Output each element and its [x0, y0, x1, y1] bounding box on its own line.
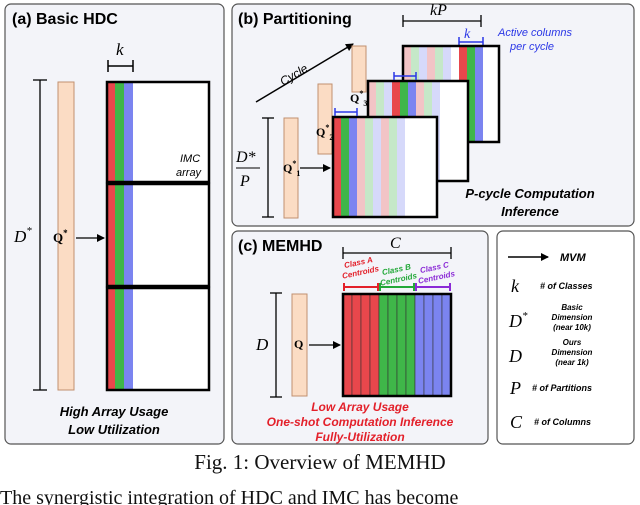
panel-c-footer-line3: Fully-Utilization [315, 430, 404, 444]
figure-caption: Fig. 1: Overview of MEMHD [194, 450, 446, 474]
legend-k-desc: # of Classes [540, 281, 593, 291]
kp-label: kP [430, 2, 447, 19]
body-text-line: The synergistic integration of HDC and I… [0, 487, 459, 505]
imc-label-line2: array [176, 167, 203, 179]
imc-label-line1: IMC [180, 153, 200, 165]
memhd-query [291, 293, 308, 397]
panel-c-footer-line2: One-shot Computation Inference [267, 415, 454, 429]
panel-c: (c) MEMHD C Class A Centroids Class B Ce… [231, 230, 489, 445]
query-segment-1 [283, 117, 299, 219]
panel-c-title: (c) MEMHD [238, 238, 322, 255]
d-label: D [255, 335, 269, 354]
k-label: k [116, 40, 124, 59]
imc-array-stack [105, 80, 211, 392]
q2-label: Q*2 [316, 123, 333, 142]
panel-b-footer-line2: Inference [501, 204, 559, 219]
active-columns-line1: Active columns [497, 27, 572, 39]
query-segment-3 [351, 45, 367, 93]
query-label: Q* [53, 228, 68, 245]
legend: MVM k # of Classes D* Basic Dimension (n… [496, 230, 635, 445]
query-vector [57, 81, 75, 391]
legend-d-desc-line2: Dimension [552, 348, 593, 357]
legend-d-symbol: D [508, 346, 522, 366]
figure-diagram: (a) Basic HDC k D* Q* [4, 2, 635, 445]
query-segment-2 [317, 83, 333, 155]
legend-dstar-desc-line3: (near 10k) [553, 323, 591, 332]
panel-a-footer-line2: Low Utilization [68, 422, 160, 437]
legend-dstar-desc-line1: Basic [561, 303, 583, 312]
panel-a-footer-line1: High Array Usage [60, 404, 169, 419]
d-over-p-numerator: D* [235, 149, 256, 166]
legend-mvm-label: MVM [560, 252, 587, 264]
c-label: C [390, 235, 401, 252]
active-k-label: k [464, 27, 471, 42]
panel-c-footer-line1: Low Array Usage [311, 400, 409, 414]
legend-frame [496, 230, 635, 445]
legend-p-symbol: P [509, 378, 521, 398]
legend-d-desc-line3: (near 1k) [555, 358, 589, 367]
d-star-label: D* [13, 225, 32, 246]
q3-label: Q*3 [350, 89, 367, 108]
q1-label: Q*1 [283, 159, 300, 178]
memhd-query-label: Q [294, 337, 303, 351]
panel-b-title: (b) Partitioning [238, 11, 352, 28]
panel-b-footer-line1: P-cycle Computation [465, 186, 594, 201]
cycle-arrow [255, 43, 354, 103]
memhd-array [341, 292, 453, 398]
legend-k-symbol: k [511, 276, 520, 296]
panel-a-title: (a) Basic HDC [12, 11, 118, 28]
panel-b: (b) Partitioning kP Active columns per c… [231, 2, 635, 227]
partition-array-1 [331, 115, 439, 219]
d-over-p-denominator: P [239, 173, 250, 190]
active-columns-line2: per cycle [509, 41, 554, 53]
legend-dstar-symbol: D* [508, 310, 528, 331]
panel-a: (a) Basic HDC k D* Q* [4, 3, 225, 445]
legend-c-desc: # of Columns [534, 417, 591, 427]
legend-c-symbol: C [510, 412, 523, 432]
legend-d-desc-line1: Ours [563, 338, 582, 347]
legend-dstar-desc-line2: Dimension [552, 313, 593, 322]
legend-p-desc: # of Partitions [532, 383, 592, 393]
